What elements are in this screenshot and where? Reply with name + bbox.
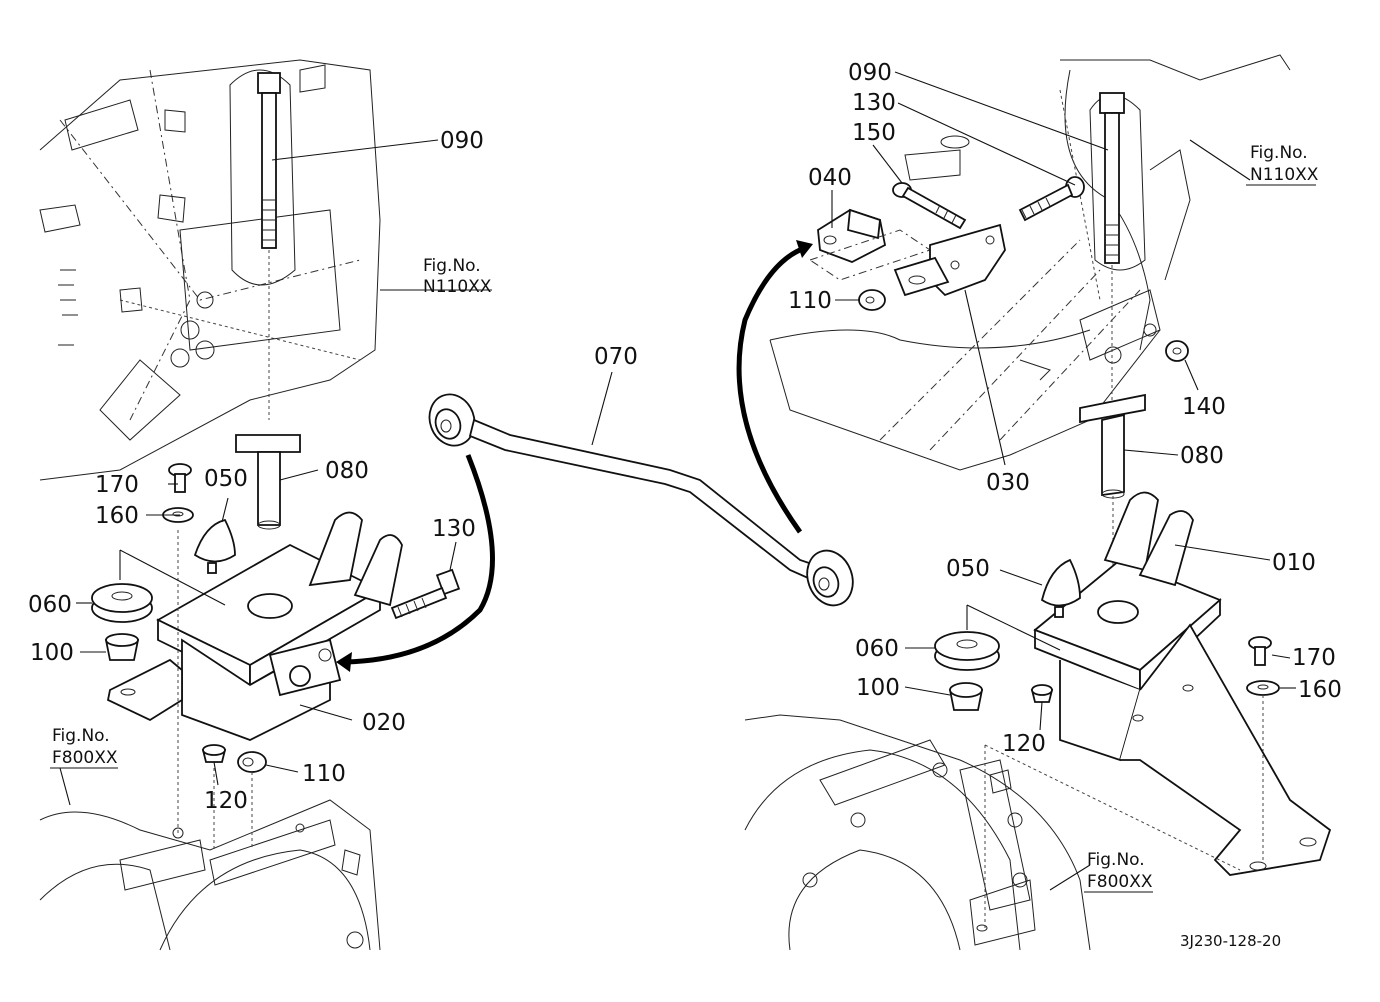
callout-left-100: 100: [30, 640, 74, 666]
right-bolt-090: [1099, 92, 1125, 400]
figref-code: N110XX: [423, 277, 492, 297]
figref-code: F800XX: [1087, 872, 1153, 892]
center-leaders: [591, 371, 613, 446]
callout-right-110: 110: [788, 288, 832, 314]
right-bracket-010: [1033, 491, 1332, 876]
callout-right-140: 140: [1182, 394, 1226, 420]
right-washer-160: [1246, 680, 1280, 696]
callout-left-160: 160: [95, 503, 139, 529]
figref-code: N110XX: [1250, 165, 1319, 185]
right-leaders: [831, 71, 1296, 891]
callout-right-080: 080: [1180, 443, 1224, 469]
callout-left-080: 080: [325, 458, 369, 484]
callout-right-150: 150: [852, 120, 896, 146]
assembly-arrows: [336, 240, 813, 672]
figref-left-bottom: Fig.No. F800XX: [50, 726, 118, 806]
right-bolt-130: [1018, 176, 1085, 222]
right-nut-120: [1030, 684, 1054, 703]
left-transmission-housing: [39, 530, 381, 951]
callout-left-020: 020: [362, 710, 406, 736]
callout-right-170: 170: [1292, 645, 1336, 671]
callout-right-060: 060: [855, 636, 899, 662]
right-bolt-150: [892, 182, 967, 230]
figref-label: Fig.No.: [52, 726, 110, 746]
left-nut-100: [104, 633, 140, 661]
right-transmission-housing: [744, 695, 1264, 951]
left-pin-080: [235, 434, 301, 530]
left-nut-110: [237, 751, 267, 773]
figref-label: Fig.No.: [1087, 850, 1145, 870]
callout-right-050: 050: [946, 556, 990, 582]
right-bracket-040: [808, 208, 932, 281]
callout-left-170: 170: [95, 472, 139, 498]
left-frame-background: [39, 59, 381, 481]
right-bracket-030: [893, 223, 1006, 297]
right-screw-170: [1248, 636, 1272, 666]
callout-left-050: 050: [204, 466, 248, 492]
callout-right-030: 030: [986, 470, 1030, 496]
figref-label: Fig.No.: [1250, 143, 1308, 163]
callout-left-090: 090: [440, 128, 484, 154]
left-callouts: 090 170 050 080 160 060 130 100 020 110 …: [28, 128, 484, 814]
callout-right-120: 120: [1002, 731, 1046, 757]
callout-right-100: 100: [856, 675, 900, 701]
callout-left-130: 130: [432, 516, 476, 542]
figref-right-top: Fig.No. N110XX: [1246, 143, 1319, 186]
callout-right-130: 130: [852, 90, 896, 116]
right-callouts: 090 130 150 040 110 140 080 030 010 050 …: [788, 60, 1342, 757]
right-cap-050: [1040, 558, 1081, 618]
figref-right-bottom: Fig.No. F800XX: [1084, 850, 1153, 893]
left-leaders: [76, 139, 492, 786]
callout-left-110: 110: [302, 761, 346, 787]
figref-left-top: Fig.No. N110XX: [423, 256, 492, 297]
left-bracket-020: [106, 511, 403, 741]
callout-left-060: 060: [28, 592, 72, 618]
left-screw-170: [168, 463, 192, 493]
document-id: 3J230-128-20: [1180, 932, 1281, 950]
right-grommet-060: [934, 631, 1000, 671]
figref-code: F800XX: [52, 748, 118, 768]
figref-label: Fig.No.: [423, 256, 481, 276]
callout-right-160: 160: [1298, 677, 1342, 703]
left-nut-120: [201, 744, 227, 763]
callout-left-120: 120: [204, 788, 248, 814]
callout-right-010: 010: [1272, 550, 1316, 576]
callout-center-070: 070: [594, 344, 638, 370]
left-cap-050: [193, 518, 236, 574]
right-nut-110: [858, 289, 886, 311]
left-grommet-060: [91, 583, 153, 623]
center-callouts: 070: [594, 344, 638, 370]
link-rod-070: [428, 393, 854, 607]
left-bolt-090: [257, 72, 281, 420]
right-nut-100: [948, 682, 984, 711]
right-frame-background: [769, 54, 1291, 471]
right-nut-140: [1165, 340, 1189, 362]
left-bolt-130: [390, 568, 461, 620]
callout-right-090: 090: [848, 60, 892, 86]
callout-right-040: 040: [808, 165, 852, 191]
